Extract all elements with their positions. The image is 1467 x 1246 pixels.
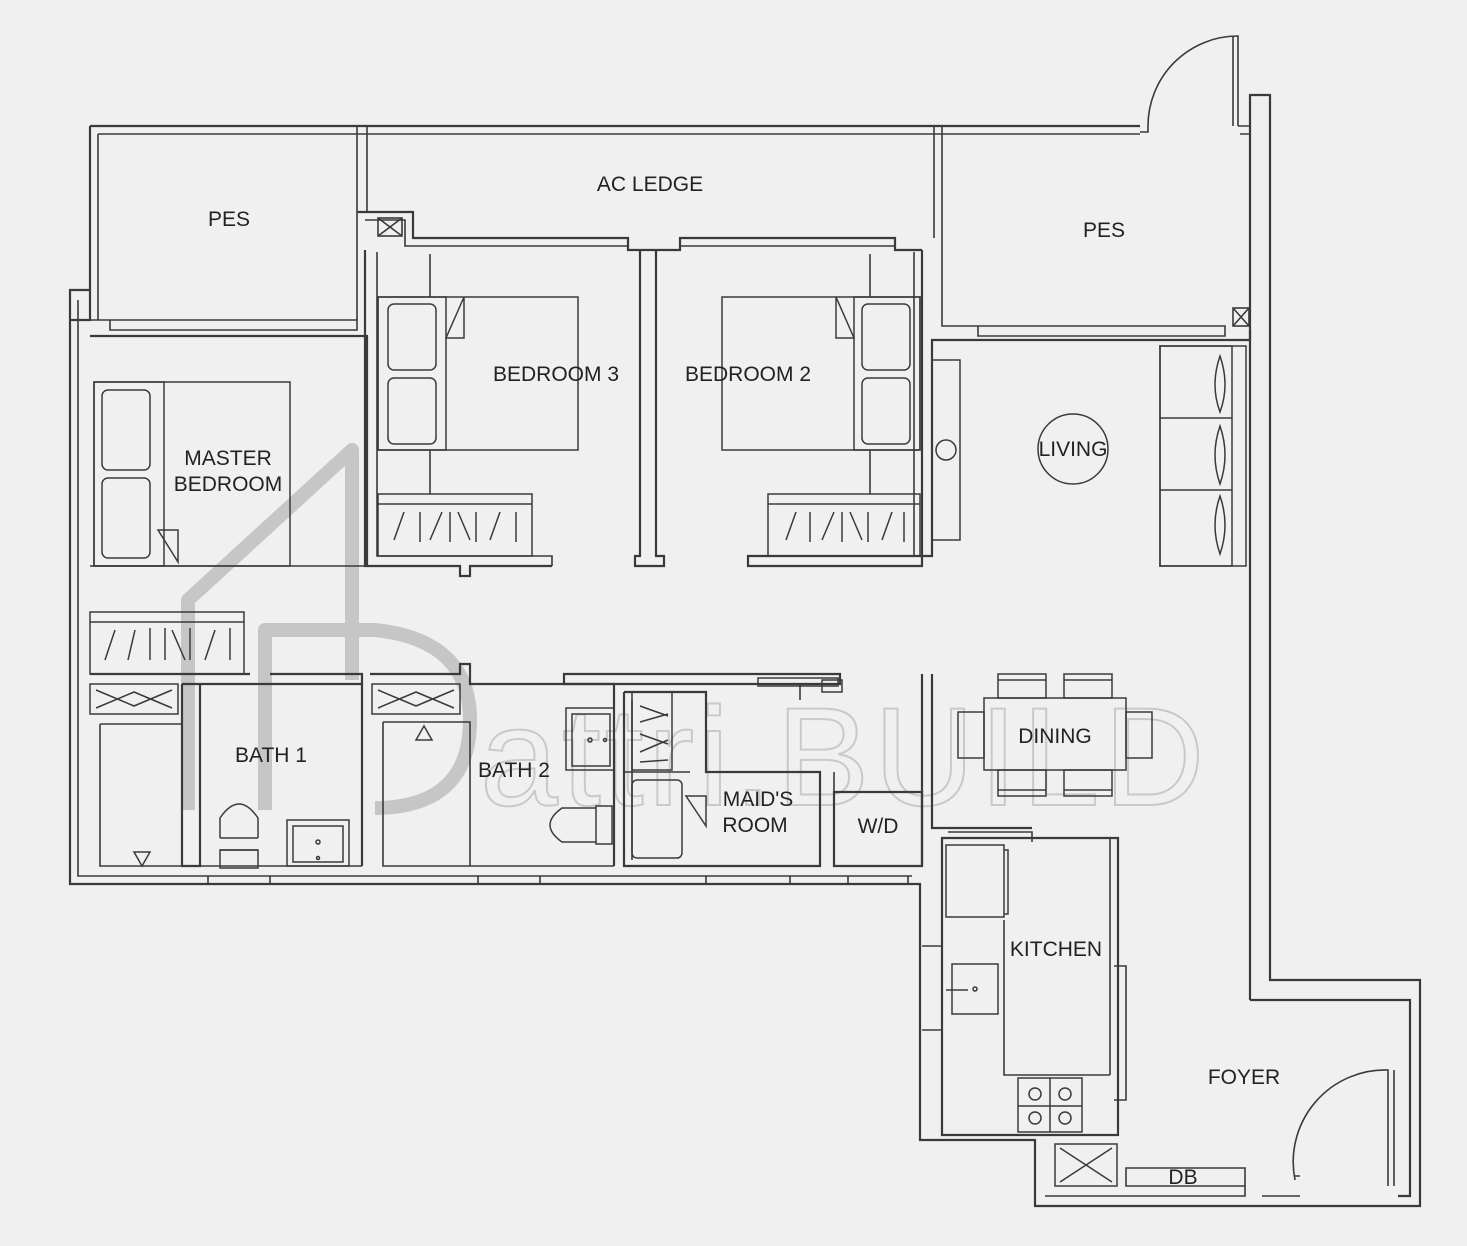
label-ac-ledge: AC LEDGE <box>597 173 703 196</box>
bath-2-basin <box>565 707 615 771</box>
hob <box>1017 1077 1083 1133</box>
label-maids-room-1: MAID'S <box>723 788 794 811</box>
windows <box>207 876 909 885</box>
label-bath-2: BATH 2 <box>478 759 550 782</box>
label-bedroom-2: BEDROOM 2 <box>685 363 811 386</box>
label-pes-right: PES <box>1083 219 1125 242</box>
label-wd: W/D <box>858 815 899 838</box>
label-dining: DINING <box>1018 725 1092 748</box>
label-bedroom-3: BEDROOM 3 <box>493 363 619 386</box>
balcony-door <box>1140 35 1251 135</box>
fridge <box>945 844 1009 918</box>
dining-table <box>957 673 1153 797</box>
kitchen-sink <box>946 963 999 1015</box>
maids-door <box>757 677 843 693</box>
watermark-logo: attri.BUILD <box>181 443 1209 836</box>
room-labels: PES AC LEDGE PES BEDROOM 3 BEDROOM 2 MAS… <box>174 173 1280 1189</box>
bath-1-basin <box>286 819 350 867</box>
label-living: LIVING <box>1039 438 1108 461</box>
label-db: DB <box>1168 1166 1197 1189</box>
bedroom-2-bed <box>721 296 921 451</box>
label-kitchen: KITCHEN <box>1010 938 1102 961</box>
master-wardrobe <box>89 611 245 675</box>
bedroom-3-wardrobe <box>377 493 533 557</box>
bedroom-3-bed <box>377 296 579 451</box>
label-maids-room-2: ROOM <box>722 814 787 837</box>
bedroom-2-wardrobe <box>767 493 921 557</box>
watermark-text: attri.BUILD <box>480 678 1209 835</box>
outer-walls <box>68 93 1422 1208</box>
balcony-partitions <box>90 126 1250 337</box>
bath-2-toilet <box>549 805 613 845</box>
coffee-table <box>1037 413 1109 485</box>
sofa <box>1159 345 1247 567</box>
maids-bed <box>631 779 707 859</box>
label-foyer: FOYER <box>1208 1066 1280 1089</box>
entrance-door <box>1292 1069 1395 1186</box>
maids-wardrobe <box>631 691 673 771</box>
kitchen-storage <box>1054 1143 1118 1187</box>
bath-2-shower-tray <box>371 683 461 741</box>
label-master-bedroom-2: BEDROOM <box>174 473 283 496</box>
label-pes-left: PES <box>208 208 250 231</box>
label-bath-1: BATH 1 <box>235 744 307 767</box>
label-master-bedroom-1: MASTER <box>184 447 272 470</box>
bath-1-toilet <box>219 803 259 869</box>
master-bed <box>93 381 291 567</box>
bath-1-shower-tray <box>89 683 179 868</box>
tv-console <box>931 359 961 541</box>
